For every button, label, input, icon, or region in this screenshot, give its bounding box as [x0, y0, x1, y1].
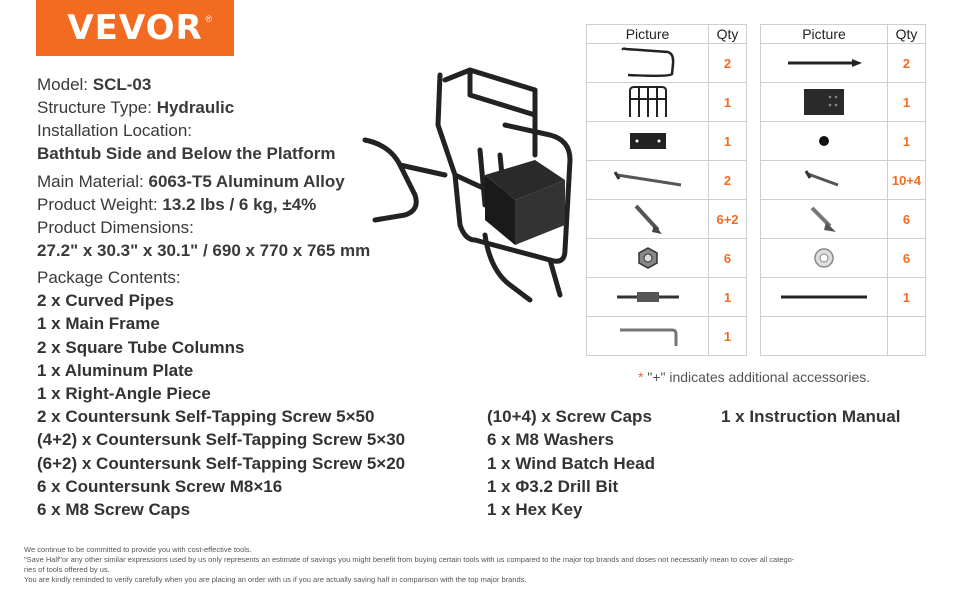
empty-cell	[760, 316, 888, 356]
logo-text: VEVOR	[67, 8, 203, 48]
package-item: 1 x Right-Angle Piece	[37, 384, 211, 403]
package-item: 2 x Countersunk Self-Tapping Screw 5×50	[37, 407, 375, 426]
curved-pipe-icon	[586, 43, 709, 83]
spec-material: Main Material: 6063-T5 Aluminum Alloy	[37, 172, 345, 191]
note-star: *	[638, 369, 644, 385]
m8-washer-icon	[760, 238, 888, 278]
vevor-logo: VEVOR ®	[36, 0, 234, 56]
table-row: 6	[760, 199, 926, 239]
disclaimer-line: ries of tools offered by us.	[24, 565, 110, 574]
spec-structure: Structure Type: Hydraulic	[37, 98, 235, 117]
parts-table-right: Picture Qty 2 1 1 10+4 6 6	[760, 24, 926, 356]
qty-value: 1	[887, 121, 926, 161]
registered-mark: ®	[205, 14, 212, 24]
spec-weight: Product Weight: 13.2 lbs / 6 kg, ±4%	[37, 195, 317, 214]
package-item: 6 x Countersunk Screw M8×16	[37, 477, 283, 496]
qty-value: 2	[887, 43, 926, 83]
table-row: 1	[586, 82, 747, 122]
qty-value: 1	[887, 277, 926, 317]
table-row: 1	[760, 277, 926, 317]
qty-value: 2	[708, 160, 747, 200]
package-item: (6+2) x Countersunk Self-Tapping Screw 5…	[37, 454, 406, 473]
spec-location-label: Installation Location:	[37, 121, 192, 140]
qty-value: 1	[708, 121, 747, 161]
drill-bit-icon	[760, 277, 888, 317]
package-item: 2 x Square Tube Columns	[37, 338, 245, 357]
qty-value: 1	[708, 316, 747, 356]
qty-value: 1	[708, 277, 747, 317]
main-frame-icon	[586, 82, 709, 122]
spec-dimensions-value: 27.2" x 30.3" x 30.1" / 690 x 770 x 765 …	[37, 241, 371, 260]
table-row: 1	[586, 277, 747, 317]
qty-value: 6	[887, 199, 926, 239]
disclaimer-line: We continue to be committed to provide y…	[24, 545, 252, 554]
package-item: 1 x Hex Key	[487, 500, 583, 519]
product-frame-image	[362, 67, 573, 303]
header-qty: Qty	[708, 24, 747, 44]
qty-value: 6	[708, 238, 747, 278]
square-tube-column-icon	[760, 43, 888, 83]
table-row: 6	[760, 238, 926, 278]
table-header-row: Picture Qty	[760, 24, 926, 44]
package-item: 1 x Φ3.2 Drill Bit	[487, 477, 619, 496]
countersunk-screw-m8-icon	[760, 199, 888, 239]
package-item: 2 x Curved Pipes	[37, 291, 175, 310]
table-row: 2	[586, 160, 747, 200]
table-row: 10+4	[760, 160, 926, 200]
package-item: 1 x Main Frame	[37, 314, 160, 333]
spec-location-value: Bathtub Side and Below the Platform	[37, 144, 336, 163]
parts-table-left: Picture Qty 2 1 1 2 6+2 6	[586, 24, 747, 356]
spec-model: Model: SCL-03	[37, 75, 152, 94]
package-item: 6 x M8 Screw Caps	[37, 500, 191, 519]
header-picture: Picture	[760, 24, 888, 44]
header-picture: Picture	[586, 24, 709, 44]
m8-screw-cap-icon	[586, 238, 709, 278]
table-row: 1	[760, 82, 926, 122]
wind-batch-head-icon	[586, 277, 709, 317]
table-row: 1	[760, 121, 926, 161]
package-item: 6 x M8 Washers	[487, 430, 614, 449]
accessories-note: * "+" indicates additional accessories.	[638, 369, 870, 385]
empty-cell	[887, 316, 926, 356]
table-row: 6+2	[586, 199, 747, 239]
table-row-empty	[760, 316, 926, 356]
self-tapping-screw-5x20-icon	[760, 160, 888, 200]
table-row: 2	[586, 43, 747, 83]
package-item: 1 x Aluminum Plate	[37, 361, 194, 380]
aluminum-plate-icon	[760, 82, 888, 122]
right-angle-piece-icon	[586, 121, 709, 161]
note-text: "+" indicates additional accessories.	[643, 369, 871, 385]
qty-value: 1	[887, 82, 926, 122]
spec-dimensions-label: Product Dimensions:	[37, 218, 194, 237]
package-item: (4+2) x Countersunk Self-Tapping Screw 5…	[37, 430, 406, 449]
self-tapping-screw-5x30-icon	[586, 199, 709, 239]
qty-value: 1	[708, 82, 747, 122]
header-qty: Qty	[887, 24, 926, 44]
table-row: 2	[760, 43, 926, 83]
package-item: 1 x Instruction Manual	[721, 407, 901, 426]
table-row: 1	[586, 316, 747, 356]
disclaimer-line: "Save Half"or any other similar expressi…	[24, 555, 795, 564]
screw-cap-icon	[760, 121, 888, 161]
qty-value: 10+4	[887, 160, 926, 200]
qty-value: 2	[708, 43, 747, 83]
disclaimer-line: You are kindly reminded to verify carefu…	[24, 575, 527, 584]
package-item: 1 x Wind Batch Head	[487, 454, 655, 473]
hex-key-icon	[586, 316, 709, 356]
package-contents-label: Package Contents:	[37, 268, 181, 287]
package-item: (10+4) x Screw Caps	[487, 407, 652, 426]
qty-value: 6	[887, 238, 926, 278]
table-row: 6	[586, 238, 747, 278]
table-header-row: Picture Qty	[586, 24, 747, 44]
table-row: 1	[586, 121, 747, 161]
self-tapping-screw-5x50-icon	[586, 160, 709, 200]
qty-value: 6+2	[708, 199, 747, 239]
